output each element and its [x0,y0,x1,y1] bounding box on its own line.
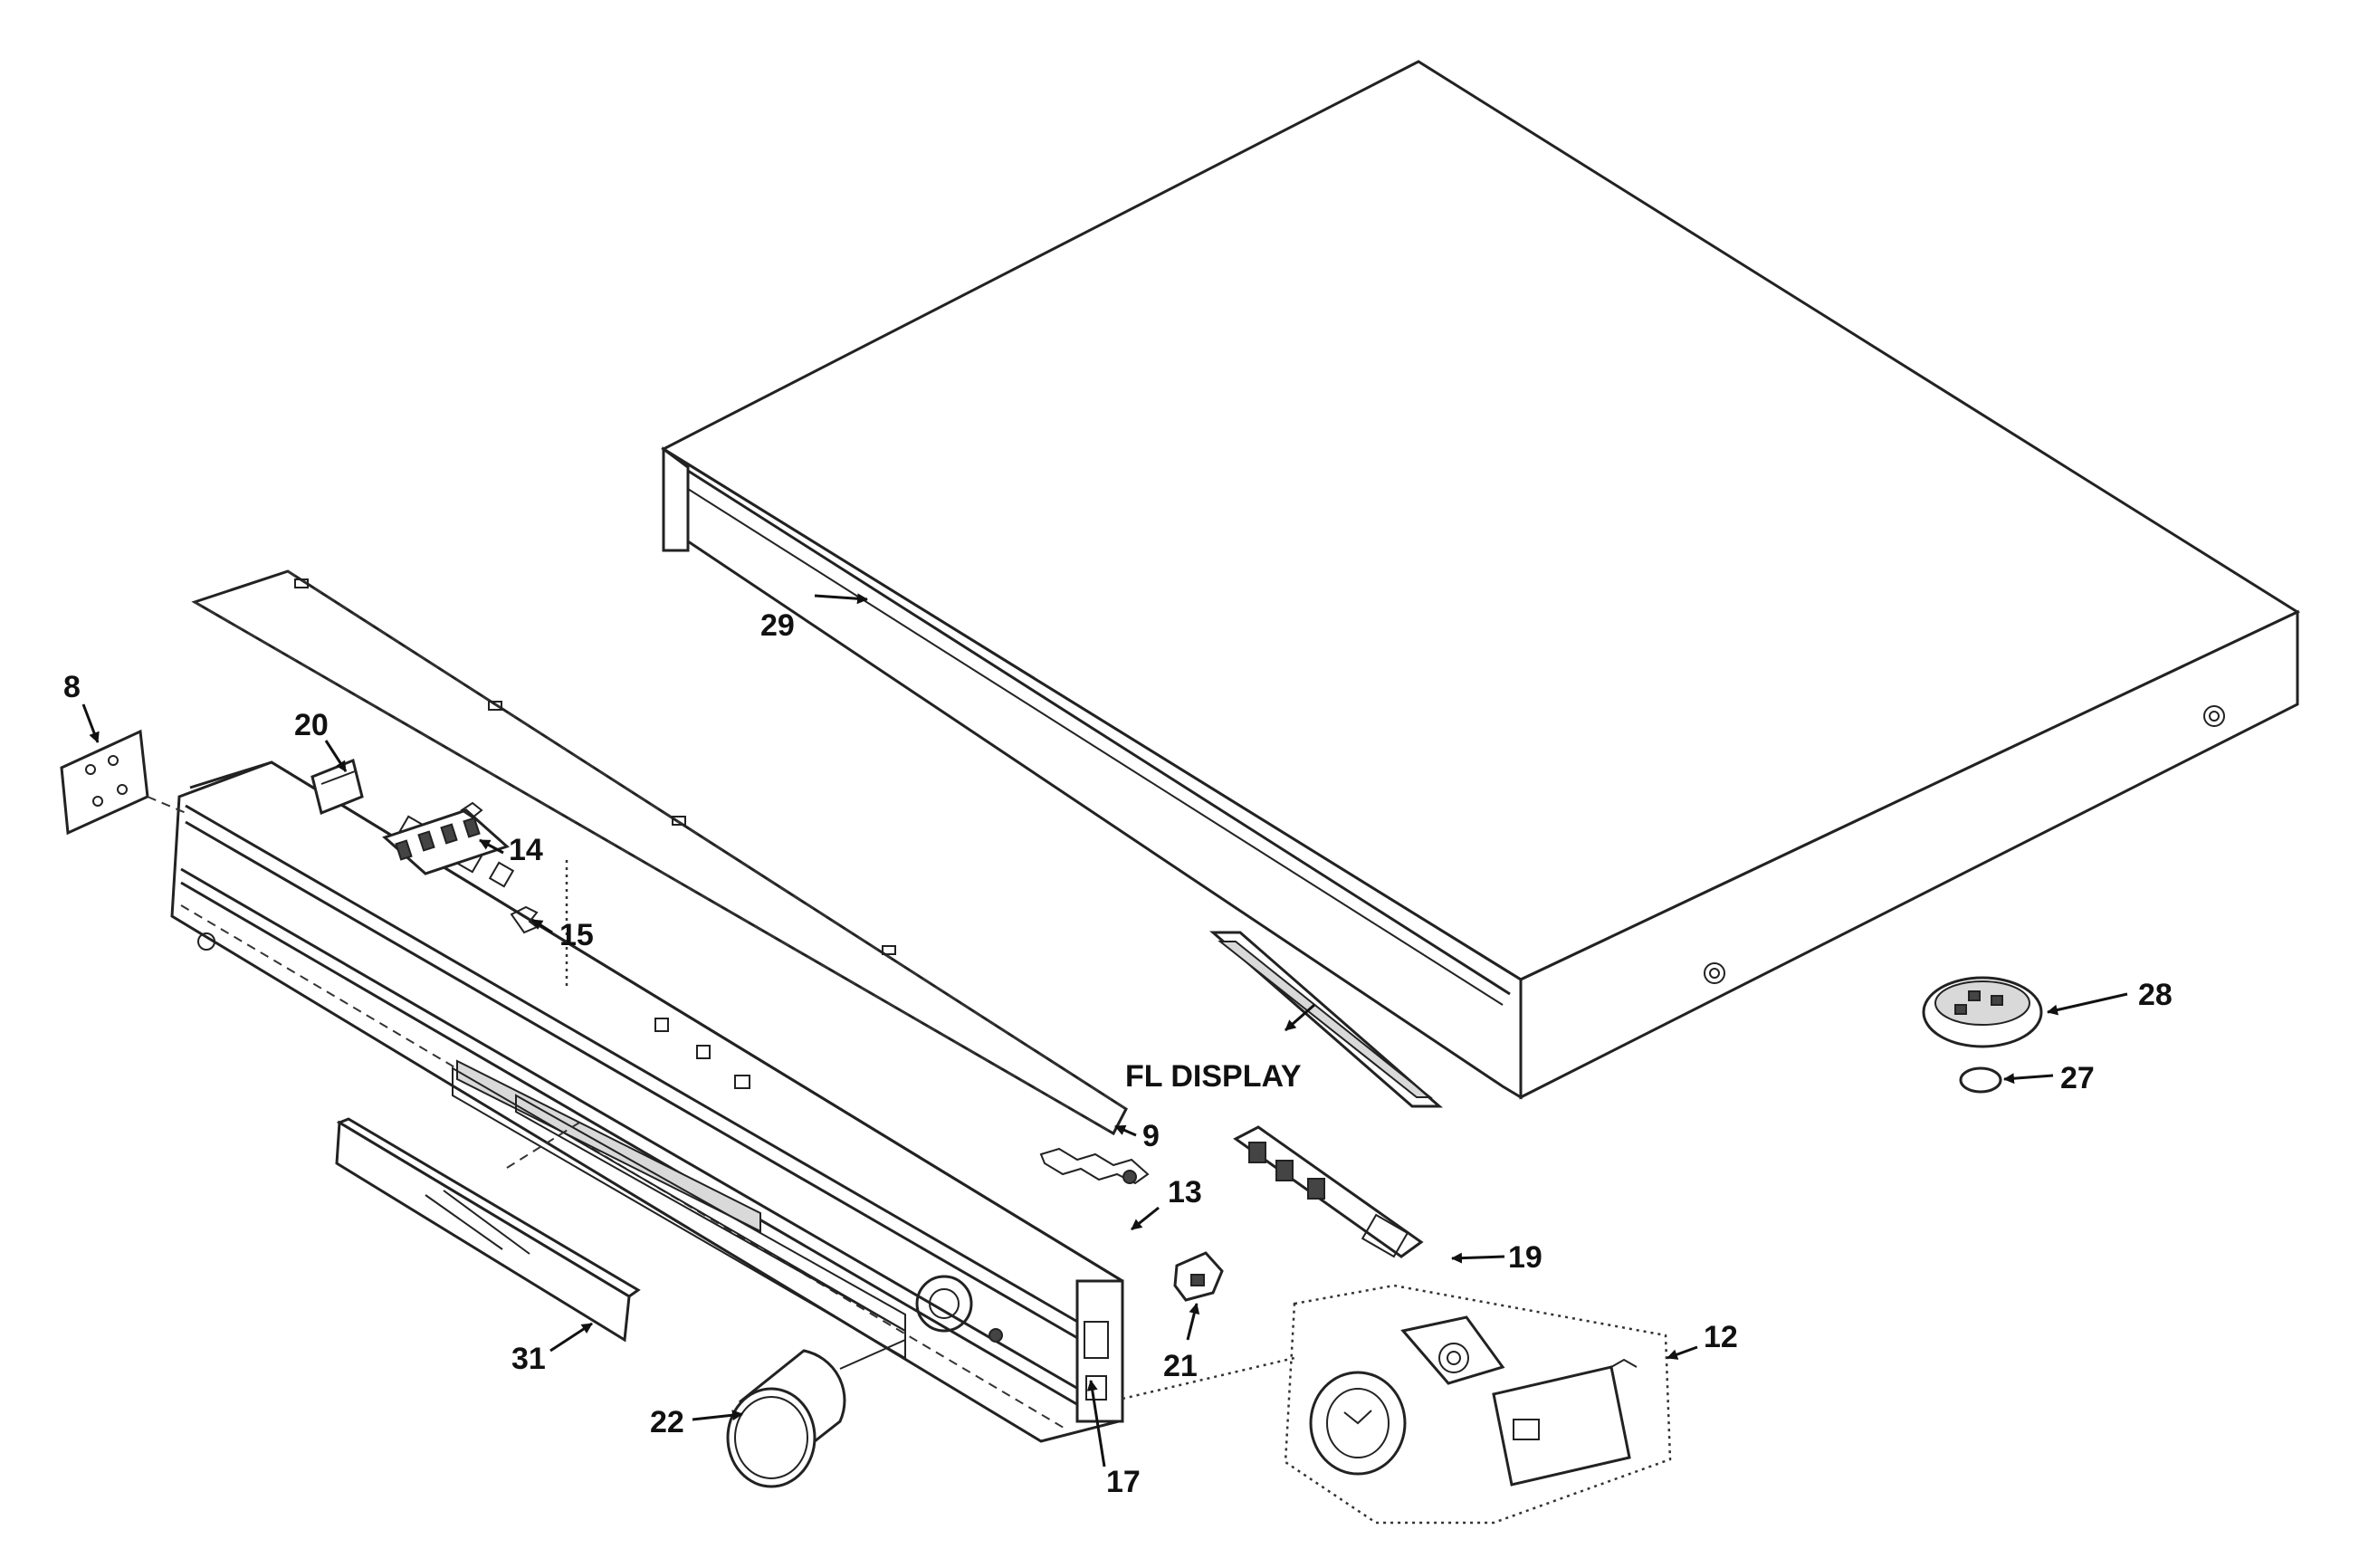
switch-block-14 [382,801,510,875]
pcb-20 [310,758,364,816]
callout-labels: 8 20 14 15 29 FL DISPLAY 9 13 19 21 12 1… [63,608,2173,1499]
mechanism-assembly-12 [1122,1284,1672,1525]
label-part-9: 9 [1142,1119,1160,1153]
label-part-17: 17 [1106,1465,1141,1499]
knob-22 [726,1339,906,1488]
label-part-12: 12 [1704,1320,1738,1354]
label-part-15: 15 [559,918,594,952]
label-part-20: 20 [294,708,329,742]
label-part-31: 31 [511,1342,546,1376]
label-part-19: 19 [1508,1240,1542,1275]
front-trim-strip [191,569,1128,1136]
part-15 [510,860,568,987]
window-31 [335,1117,641,1343]
label-part-14: 14 [509,833,543,867]
label-part-21: 21 [1163,1349,1198,1383]
label-part-29: 29 [760,608,795,643]
label-part-8: 8 [63,670,81,704]
top-cover [660,60,2301,1100]
leader-lines [81,593,2128,1468]
ring-27 [1959,1066,2002,1094]
label-part-27: 27 [2060,1061,2095,1095]
label-part-22: 22 [650,1405,684,1439]
fl-display [1209,931,1443,1108]
label-part-28: 28 [2138,978,2173,1012]
front-panel-chassis [170,760,1124,1443]
part-21 [1173,1251,1224,1302]
battery-28 [1922,976,2043,1048]
side-bracket-8 [60,729,191,836]
label-part-13: 13 [1168,1175,1202,1209]
pcb-19 [1233,1125,1424,1258]
part-13 [1039,1147,1150,1185]
label-fl-display: FL DISPLAY [1125,1059,1302,1094]
